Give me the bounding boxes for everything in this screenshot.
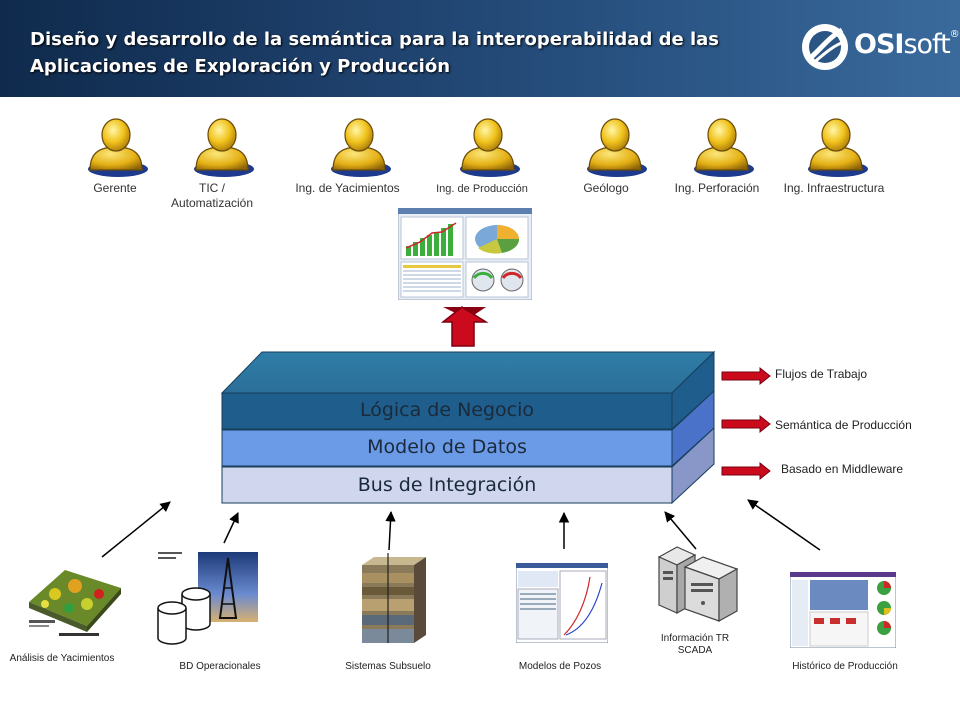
stack-top-face [220, 351, 716, 394]
logo-bold: OSI [854, 29, 904, 60]
user-label-perforacion: Ing. Perforación [674, 181, 760, 195]
user-label-infraestructura: Ing. Infraestructura [783, 181, 885, 195]
database-icon [157, 587, 211, 645]
layer-label-datos: Modelo de Datos [367, 436, 527, 458]
red-arrow-middleware [721, 461, 771, 481]
source-label-pozos: Modelos de Pozos [518, 661, 602, 672]
logo-wordmark: OSIsoft® [854, 29, 960, 60]
user-label-geologo: Geólogo [583, 181, 629, 195]
page-title: Diseño y desarrollo de la semántica para… [30, 26, 750, 80]
osisoft-logo: OSIsoft® [798, 20, 960, 76]
source-label-bd: BD Operacionales [179, 661, 261, 672]
layer-label-bus: Bus de Integración [357, 474, 537, 496]
source-label-scada: Información TR SCADA [640, 633, 750, 657]
title-line-1: Diseño y desarrollo de la semántica para… [30, 29, 719, 50]
source-label-yacimientos: Análisis de Yacimientos [9, 653, 115, 664]
arrow-subsuelo [385, 510, 396, 551]
source-label-subsuelo: Sistemas Subsuelo [345, 661, 431, 672]
scada-servers-icon [657, 546, 739, 623]
side-label-middleware: Basado en Middleware [781, 462, 904, 476]
layer-label-negocio: Lógica de Negocio [359, 399, 535, 421]
side-label-flujos: Flujos de Trabajo [775, 367, 868, 381]
logo-light: soft [903, 29, 950, 60]
arrow-historico [747, 499, 821, 551]
title-line-2: Aplicaciones de Exploración y Producción [30, 56, 451, 77]
source-label-historico: Histórico de Producción [792, 661, 898, 672]
source-label-scada-line1: Información TR [660, 633, 730, 644]
well-model-screen-image [516, 563, 608, 643]
side-label-semantica: Semántica de Producción [775, 418, 912, 432]
source-label-scada-line2: SCADA [677, 645, 713, 656]
layer-datos [221, 429, 673, 467]
osisoft-emblem-icon [802, 24, 848, 70]
dashboard-thumbnail [398, 208, 532, 300]
red-arrow-flujos [721, 366, 771, 386]
production-history-screen-image [790, 572, 896, 648]
reservoir-map-image [29, 570, 121, 636]
user-label-produccion: Ing. de Producción [436, 183, 528, 195]
header-banner: Diseño y desarrollo de la semántica para… [0, 0, 960, 97]
arrow-bd [223, 512, 239, 544]
subsurface-cube-image [362, 553, 426, 643]
logo-registered: ® [949, 29, 960, 40]
arrow-scada [664, 511, 697, 550]
user-label-gerente: Gerente [93, 181, 137, 195]
arrow-yacimientos [101, 501, 171, 558]
layer-bus [221, 466, 673, 504]
user-label-yacimientos: Ing. de Yacimientos [295, 181, 400, 195]
red-arrow-up [440, 306, 489, 347]
user-label-tic-line2: Automatización [170, 196, 254, 210]
red-arrow-semantica [721, 414, 771, 434]
layer-negocio [221, 392, 673, 430]
user-label-tic-line1: TIC / [199, 181, 225, 195]
user-label-tic: TIC / Automatización [152, 181, 272, 211]
